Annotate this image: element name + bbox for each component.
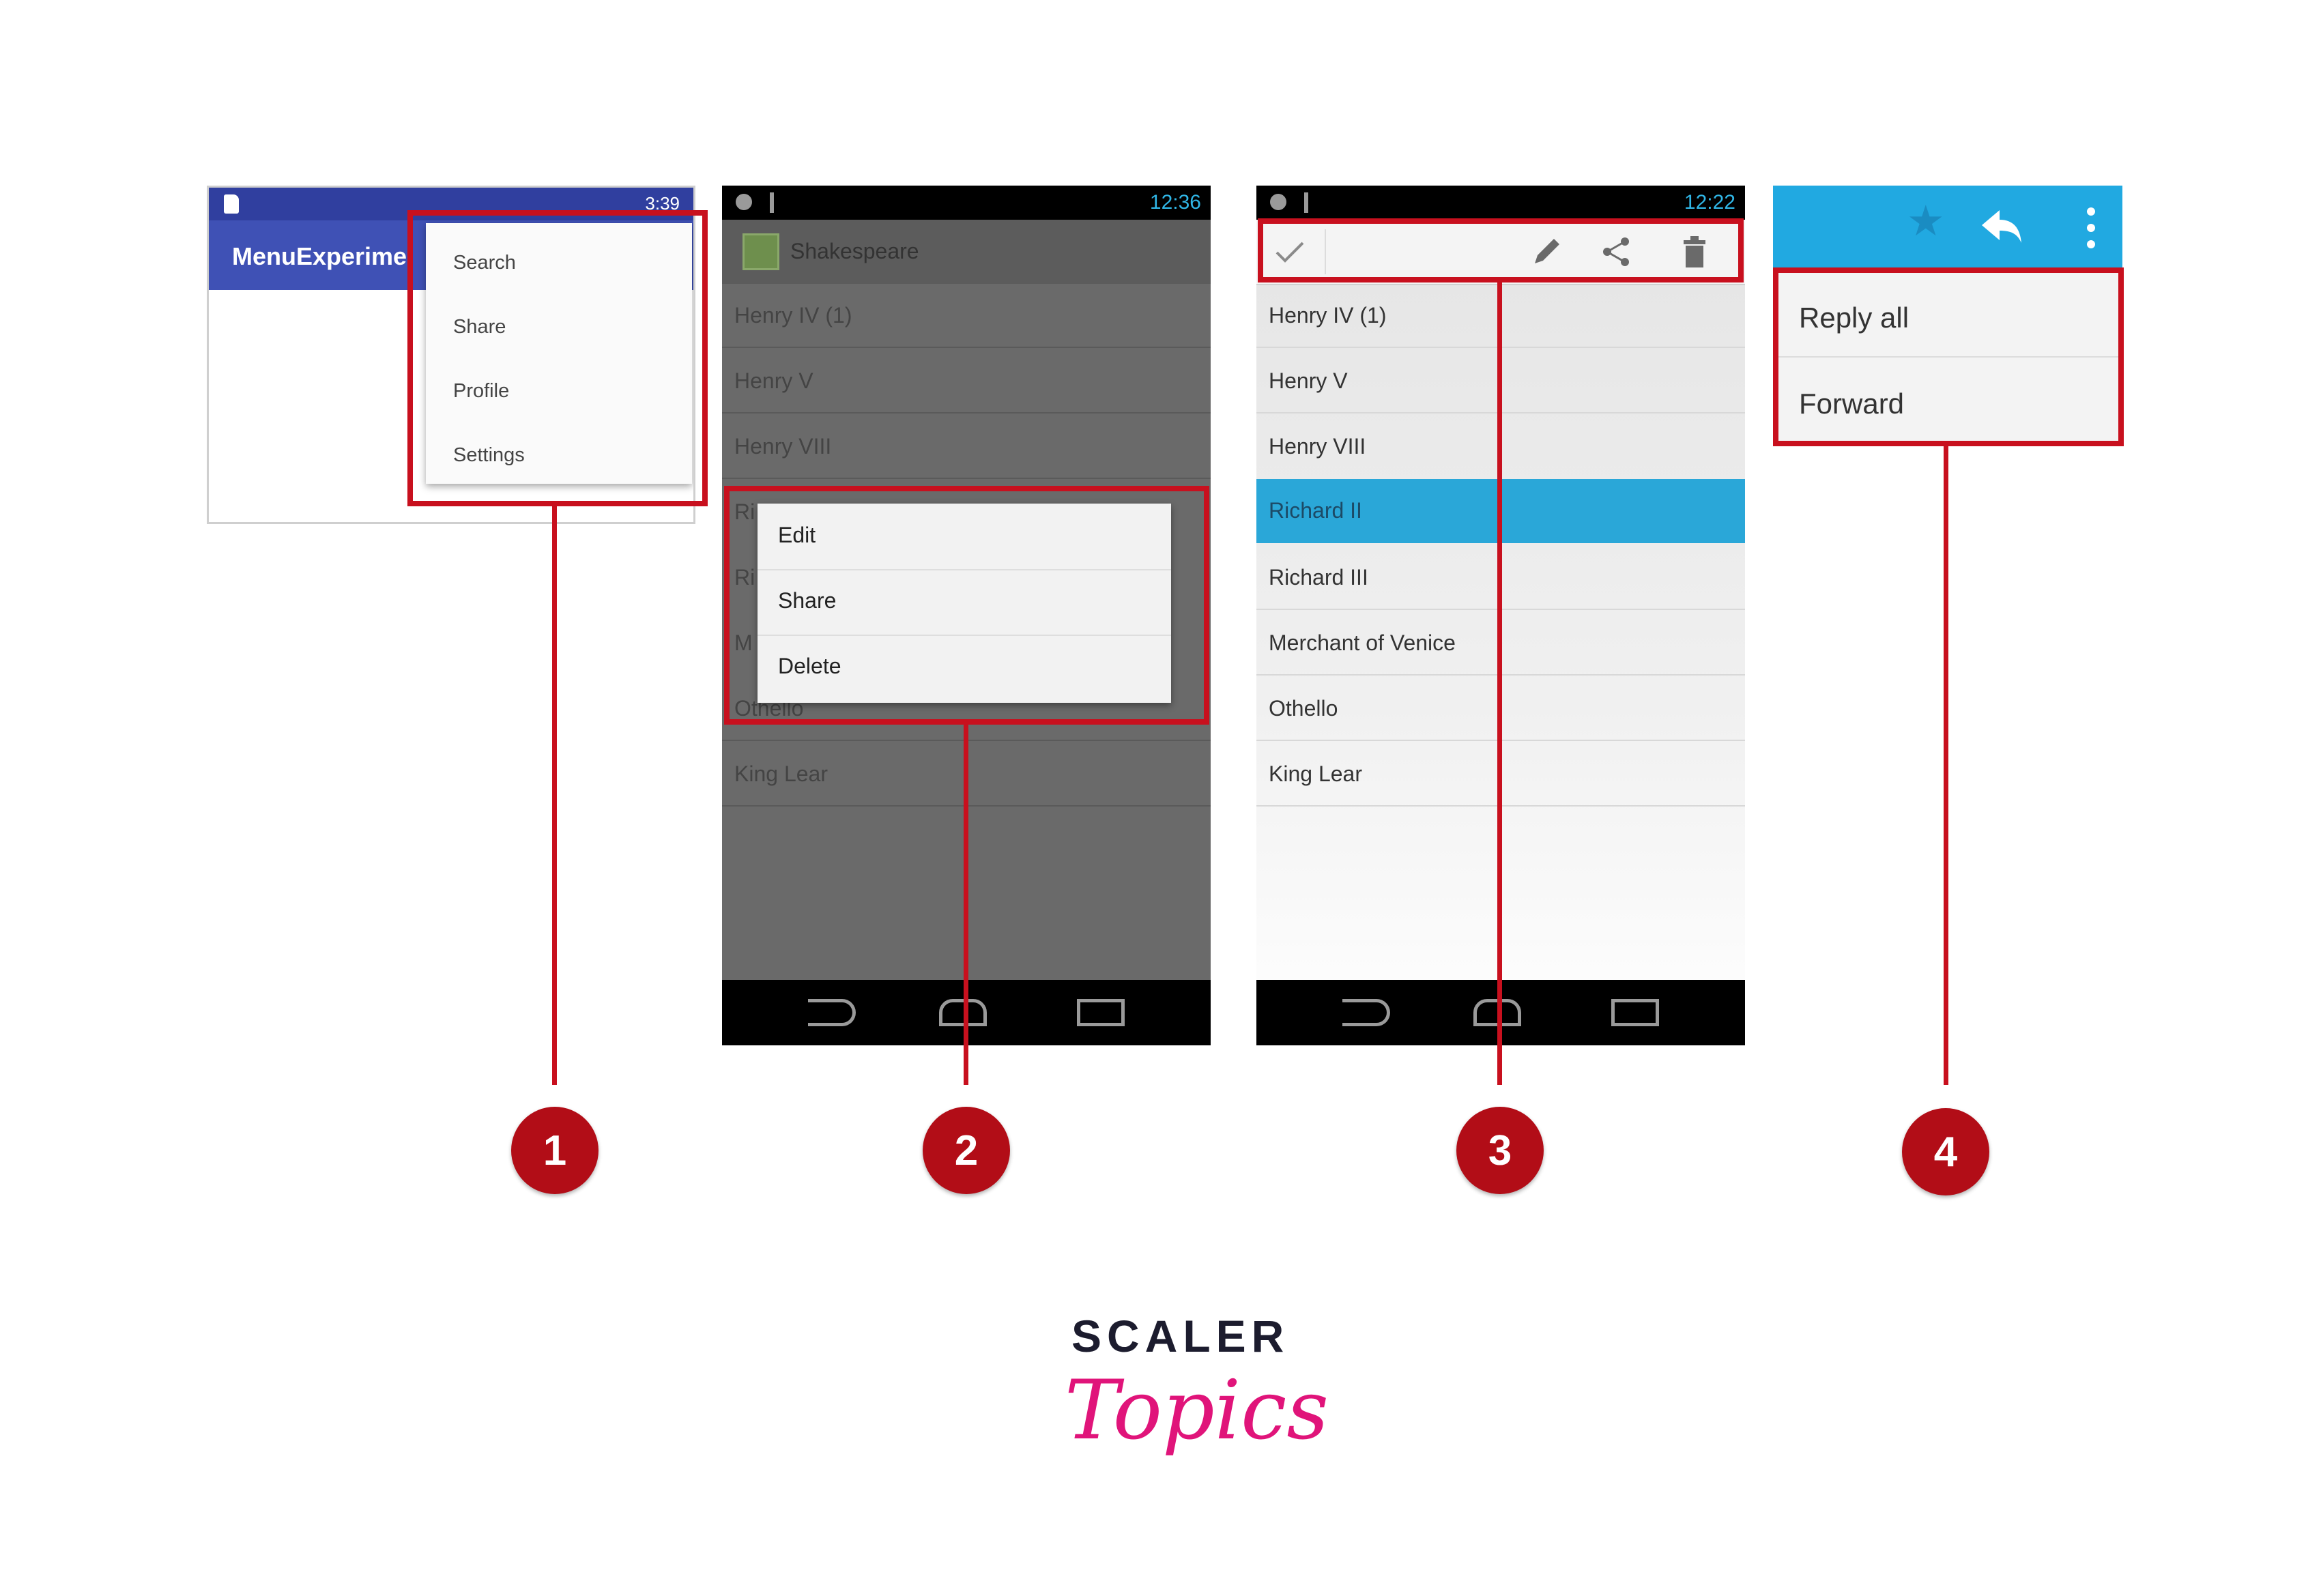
list-item[interactable]: Othello <box>1269 696 1338 721</box>
divider <box>758 569 1171 570</box>
status-time: 12:36 <box>1149 191 1201 214</box>
list-item[interactable]: Ri <box>734 565 755 590</box>
list-item[interactable]: Henry V <box>734 368 813 393</box>
sd-card-icon <box>224 194 239 214</box>
menu-item-share[interactable]: Share <box>453 316 506 338</box>
pencil-icon[interactable] <box>1529 235 1563 269</box>
list-item[interactable]: Henry VIII <box>1269 434 1366 459</box>
callout-line-3 <box>1497 280 1502 1085</box>
callout-3: 3 <box>1456 1107 1544 1194</box>
scaler-topics-logo: SCALER Topics <box>1051 1310 1329 1488</box>
share-icon[interactable] <box>1599 235 1633 269</box>
highlight-box-3 <box>1258 218 1744 282</box>
list-item[interactable]: King Lear <box>734 761 828 786</box>
android-debug-icon <box>1270 194 1286 210</box>
callout-2: 2 <box>923 1107 1010 1194</box>
app-icon <box>743 233 779 270</box>
recent-apps-icon[interactable] <box>1077 999 1125 1026</box>
highlight-box-2 <box>724 486 1209 725</box>
menu-item-settings[interactable]: Settings <box>453 444 525 466</box>
back-icon[interactable] <box>808 999 856 1026</box>
overflow-menu: Reply all Forward <box>1773 270 2122 444</box>
check-icon[interactable] <box>1274 239 1306 266</box>
status-bar: 12:22 <box>1256 186 1745 220</box>
divider <box>722 478 1211 479</box>
star-icon[interactable]: ★ <box>1907 198 1945 245</box>
highlight-box-1 <box>407 210 708 506</box>
trash-icon[interactable] <box>1680 235 1710 269</box>
highlight-box-4 <box>1773 267 2124 446</box>
panel-1-screen: 3:39 MenuExperime Search Share Profile S… <box>207 186 695 524</box>
divider <box>722 347 1211 348</box>
context-item-share[interactable]: Share <box>778 588 837 613</box>
list-item[interactable]: Henry V <box>1269 368 1348 393</box>
toolbar: ★ <box>1773 186 2122 270</box>
callout-line-4 <box>1944 444 1948 1085</box>
options-menu: Search Share Profile Settings <box>426 223 692 484</box>
status-bar: 12:36 <box>722 186 1211 220</box>
divider <box>1325 229 1326 274</box>
status-time: 12:22 <box>1684 191 1735 214</box>
menu-item-search[interactable]: Search <box>453 252 516 274</box>
logo-line1: SCALER <box>1071 1311 1290 1361</box>
context-item-edit[interactable]: Edit <box>778 523 816 547</box>
menu-item-reply-all[interactable]: Reply all <box>1799 302 1909 334</box>
recent-apps-icon[interactable] <box>1611 999 1659 1026</box>
list-item[interactable]: Ri <box>734 499 755 524</box>
overflow-icon[interactable] <box>2087 207 2095 248</box>
back-icon[interactable] <box>1342 999 1390 1026</box>
menu-item-forward[interactable]: Forward <box>1799 388 1905 420</box>
list-item[interactable]: King Lear <box>1269 761 1362 786</box>
android-debug-icon <box>736 194 752 210</box>
list-item-label: Richard II <box>1269 498 1362 523</box>
context-item-delete[interactable]: Delete <box>778 654 841 678</box>
callout-line-2 <box>964 723 968 1085</box>
contextual-action-bar <box>1256 220 1745 285</box>
reply-icon[interactable] <box>1979 206 2024 247</box>
context-menu: Edit Share Delete <box>758 504 1171 703</box>
usb-icon <box>1304 192 1308 213</box>
list-item[interactable]: Henry IV (1) <box>1269 303 1387 328</box>
list-item[interactable]: Merchant of Venice <box>1269 630 1456 655</box>
action-bar: Shakespeare <box>722 220 1211 284</box>
callout-1: 1 <box>511 1107 599 1194</box>
home-icon[interactable] <box>939 999 987 1026</box>
app-title: Shakespeare <box>790 239 919 263</box>
list-item[interactable]: Henry IV (1) <box>734 303 852 328</box>
divider <box>758 635 1171 636</box>
app-title: MenuExperime <box>232 242 407 270</box>
menu-item-profile[interactable]: Profile <box>453 380 510 402</box>
callout-4: 4 <box>1902 1108 1989 1195</box>
list-item[interactable]: M <box>734 630 753 655</box>
list-item[interactable]: Richard III <box>1269 565 1368 590</box>
callout-line-1 <box>552 505 557 1085</box>
logo-line2: Topics <box>1065 1363 1329 1458</box>
list-item[interactable]: Henry VIII <box>734 434 832 459</box>
usb-icon <box>770 192 774 213</box>
panel-4-screen: ★ Reply all Forward <box>1773 186 2122 445</box>
divider <box>722 412 1211 413</box>
divider <box>1773 356 2122 358</box>
